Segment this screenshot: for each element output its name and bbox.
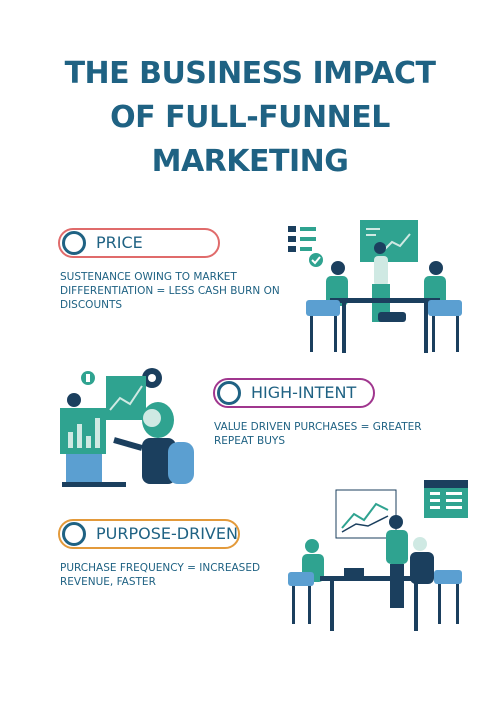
chair bbox=[428, 300, 462, 316]
chair bbox=[306, 300, 340, 316]
circle-icon bbox=[217, 381, 241, 405]
high-intent-description: VALUE DRIVEN PURCHASES = GREATER REPEAT … bbox=[214, 421, 422, 447]
chair bbox=[168, 442, 194, 484]
chart-panel bbox=[106, 376, 146, 420]
meeting-table bbox=[320, 576, 430, 581]
gear-icon bbox=[142, 368, 162, 388]
price-label: PRICE bbox=[96, 233, 143, 252]
laptop bbox=[66, 454, 102, 484]
title-line-2: OF FULL-FUNNEL bbox=[110, 100, 390, 135]
price-pill: PRICE bbox=[58, 228, 220, 258]
checklist-icon bbox=[288, 226, 323, 267]
page-title: THE BUSINESS IMPACT OF FULL-FUNNEL MARKE… bbox=[0, 52, 500, 184]
office-collaboration-illustration bbox=[288, 480, 468, 631]
title-line-1: THE BUSINESS IMPACT bbox=[64, 56, 436, 91]
meeting-table bbox=[330, 298, 440, 303]
presentation-board bbox=[360, 220, 418, 262]
percent-icon bbox=[67, 393, 81, 407]
purpose-driven-pill: PURPOSE-DRIVEN bbox=[58, 519, 240, 549]
price-description: SUSTENANCE OWING TO MARKET DIFFERENTIATI… bbox=[60, 271, 280, 311]
analyst-dashboard-illustration bbox=[60, 368, 194, 487]
purpose-driven-description: PURCHASE FREQUENCY = INCREASED REVENUE, … bbox=[60, 562, 261, 588]
team-meeting-illustration bbox=[288, 220, 462, 353]
purpose-driven-label: PURPOSE-DRIVEN bbox=[96, 524, 238, 543]
high-intent-pill: HIGH-INTENT bbox=[213, 378, 375, 408]
chair bbox=[434, 570, 462, 584]
chair bbox=[288, 572, 314, 586]
high-intent-label: HIGH-INTENT bbox=[251, 383, 357, 402]
title-line-3: MARKETING bbox=[151, 144, 349, 179]
circle-icon bbox=[62, 231, 86, 255]
calendar-icon bbox=[424, 480, 468, 518]
circle-icon bbox=[62, 522, 86, 546]
